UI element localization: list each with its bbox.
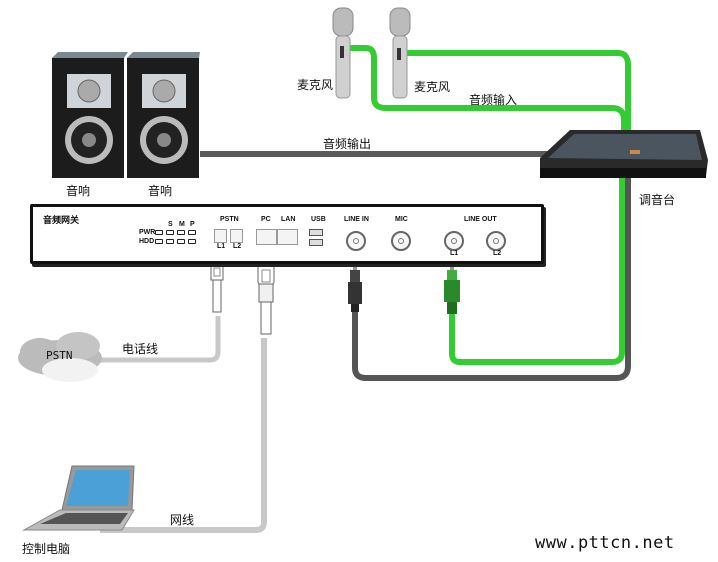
hdd-label: HDD <box>139 238 155 245</box>
usb-port-2[interactable] <box>309 239 323 246</box>
line-out-cable <box>449 178 625 365</box>
pstn-port-label: PSTN <box>220 216 239 223</box>
line-in-label: LINE IN <box>344 216 369 223</box>
usb-label: USB <box>311 216 326 223</box>
audio-input-cable-mic2 <box>401 50 631 141</box>
mic-port-label: MIC <box>395 216 408 223</box>
line-out-label: LINE OUT <box>464 216 497 223</box>
speaker-left-label: 音响 <box>66 184 91 198</box>
pwr-led <box>155 230 163 235</box>
led-m-label: M <box>179 221 185 228</box>
led-s-label: S <box>168 221 173 228</box>
hdd-led-3 <box>177 239 185 244</box>
pstn-l1-label: L1 <box>217 243 226 250</box>
microphone-right-icon <box>389 7 411 99</box>
rj11-plug-icon <box>210 265 224 313</box>
pc-port[interactable] <box>256 229 277 245</box>
line-out-l1-jack[interactable] <box>444 231 464 251</box>
m-led <box>177 230 185 235</box>
gateway-title: 音频网关 <box>43 215 80 225</box>
audio-input-cable-mic1 <box>345 45 627 141</box>
pwr-label: PWR <box>139 229 156 236</box>
pstn-l1-port[interactable] <box>214 229 227 243</box>
p-led <box>188 230 196 235</box>
mixer-icon <box>540 130 708 178</box>
phone-line-label: 电话线 <box>122 342 159 356</box>
rj45-plug-icon <box>257 265 275 335</box>
speaker-right-icon <box>127 52 200 178</box>
led-p-label: P <box>190 221 195 228</box>
pstn-l2-label: L2 <box>233 243 242 250</box>
audio-output-label: 音频输出 <box>323 137 372 151</box>
line-in-cable <box>352 178 631 381</box>
audio-input-label: 音频输入 <box>469 93 518 107</box>
pstn-l2-port[interactable] <box>230 229 243 243</box>
hdd-led-2 <box>166 239 174 244</box>
pc-port-label: PC <box>261 216 271 223</box>
phone-line-cable <box>98 316 221 363</box>
speaker-right-label: 音响 <box>148 184 173 198</box>
speaker-left-icon <box>52 52 128 178</box>
microphone-left-icon <box>332 7 354 99</box>
line-out-l2-jack[interactable] <box>486 231 506 251</box>
line-in-jack[interactable] <box>346 231 366 251</box>
mic-right-label: 麦克风 <box>414 80 451 94</box>
pstn-cloud-icon <box>18 332 102 382</box>
laptop-icon <box>22 465 135 531</box>
network-cable <box>100 338 267 533</box>
audio-gateway-device: 音频网关 S M P PWR HDD PSTN L1 L2 PC LAN USB… <box>30 204 544 264</box>
hdd-led-1 <box>155 239 163 244</box>
laptop-label: 控制电脑 <box>22 542 71 556</box>
mic-jack[interactable] <box>391 231 411 251</box>
hdd-led-4 <box>188 239 196 244</box>
network-cable-label: 网线 <box>170 513 195 527</box>
watermark-url: www.pttcn.net <box>535 533 675 553</box>
line-out-l1-label: L1 <box>450 250 459 257</box>
mic-left-label: 麦克风 <box>297 78 334 92</box>
lan-port[interactable] <box>277 229 298 245</box>
usb-port-1[interactable] <box>309 229 323 236</box>
s-led <box>166 230 174 235</box>
lan-port-label: LAN <box>281 216 296 223</box>
line-out-l2-label: L2 <box>493 250 502 257</box>
mixer-label: 调音台 <box>639 193 676 207</box>
pstn-cloud-label: PSTN <box>46 349 73 362</box>
